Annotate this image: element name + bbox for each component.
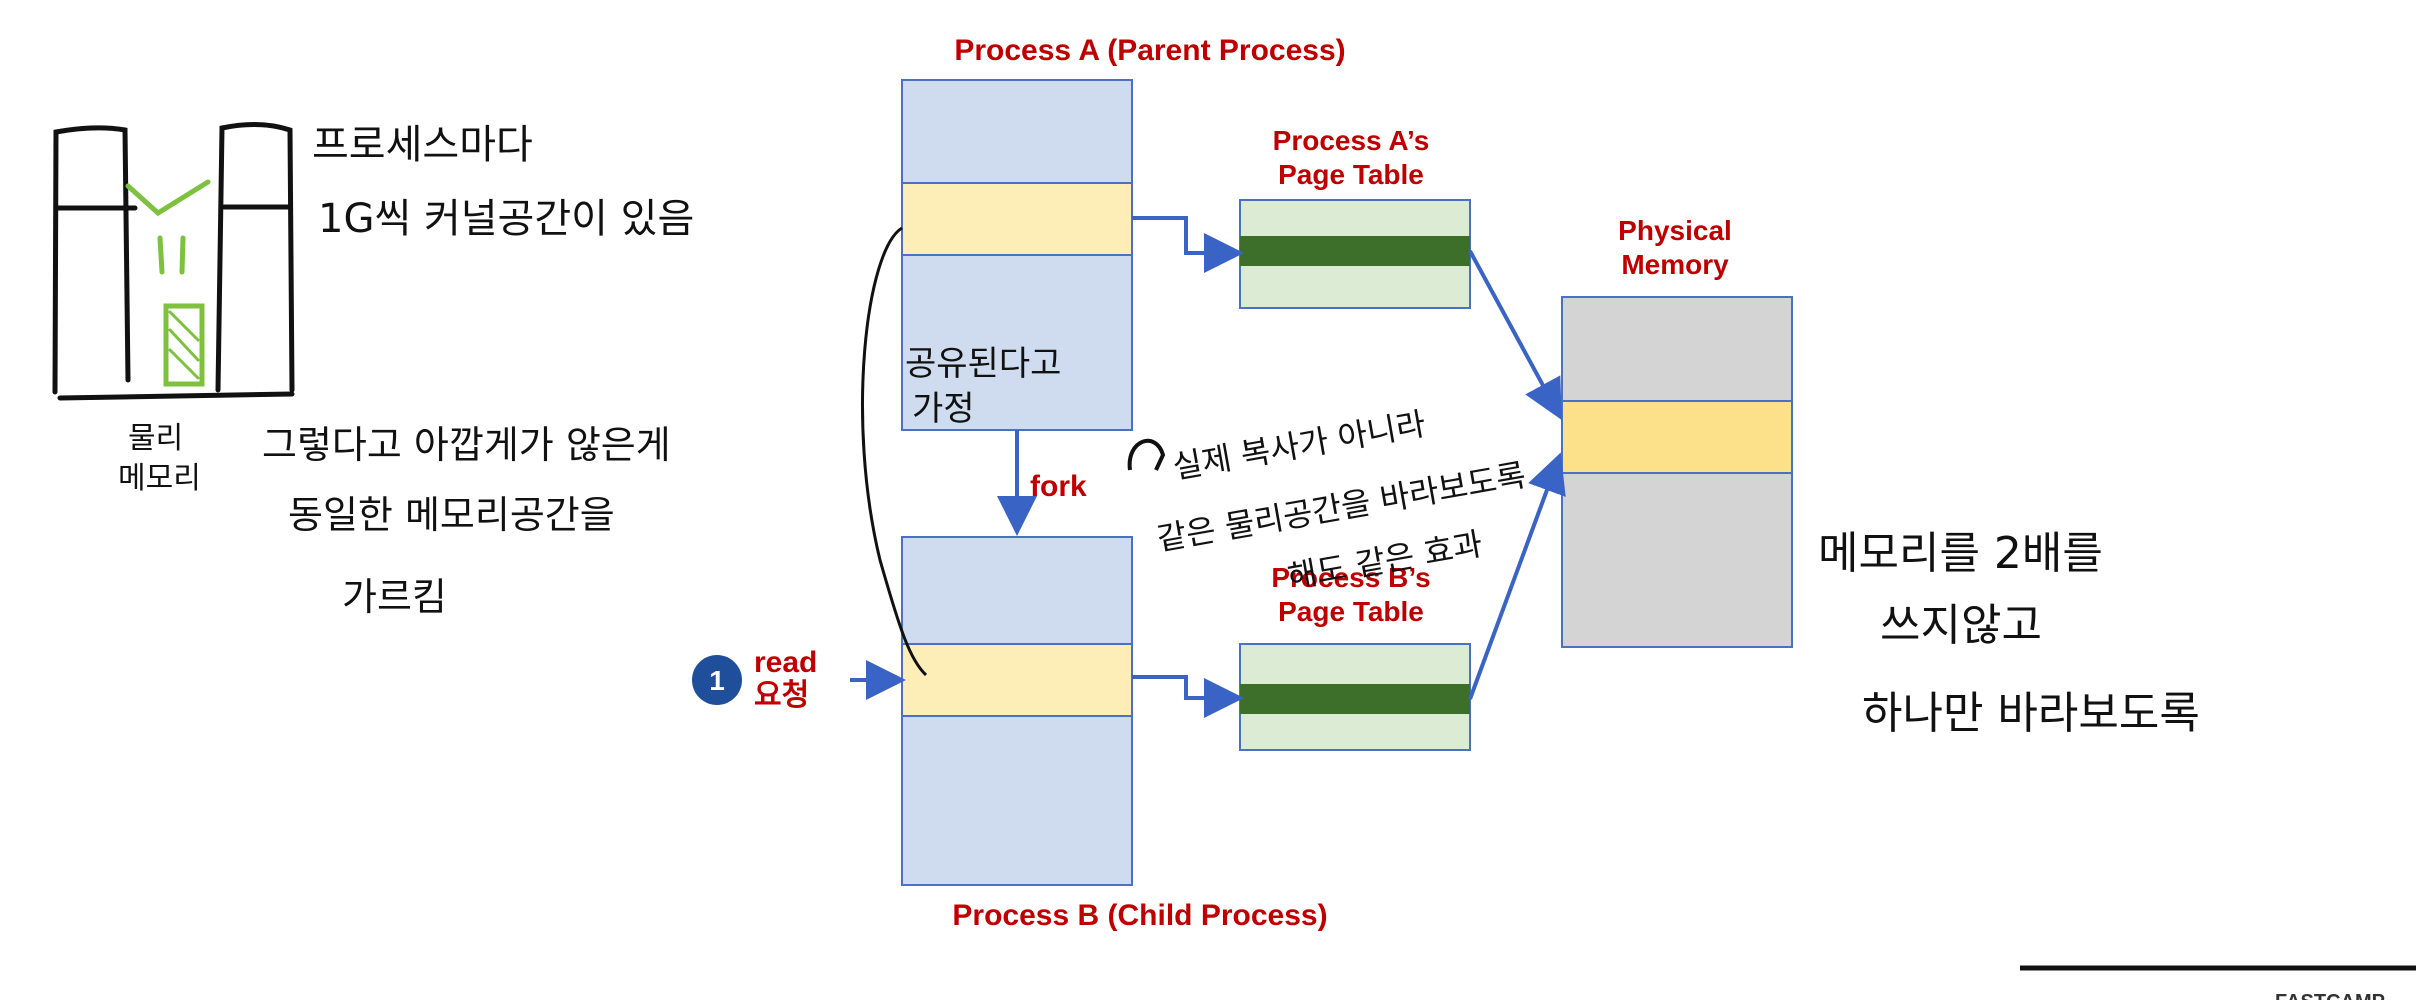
note-physical-1: 물리	[128, 421, 183, 456]
a-to-pagetable-arrow	[1132, 216, 1244, 273]
process-a-block	[901, 79, 1133, 431]
note-physical-2: 메모리	[118, 461, 201, 496]
physical-memory-title-1: Physical	[1618, 215, 1732, 246]
note-shared-assume-1: 공유된다고	[905, 344, 1061, 384]
page-table-a-title-1: Process A’s	[1273, 125, 1430, 156]
fork-label: fork	[1030, 470, 1087, 503]
process-b-shared-region	[901, 643, 1133, 717]
memory-sketch	[52, 121, 295, 401]
note-right-3: 하나만 바라보도록	[1862, 688, 2200, 739]
note-hook-icon	[1127, 438, 1166, 471]
process-b-title: Process B (Child Process)	[952, 899, 1327, 932]
read-label-line2: 요청	[754, 679, 809, 712]
page-table-a	[1239, 199, 1471, 309]
note-shared-assume-2: 가정	[912, 389, 975, 429]
step-number-badge	[692, 655, 742, 705]
pagetable-b-to-memory-arrow	[1468, 452, 1566, 700]
note-middle-1: 실제 복사가 아니라	[1170, 405, 1429, 487]
read-label-line1: read	[754, 646, 817, 679]
page-table-b	[1239, 643, 1471, 751]
process-a-title: Process A (Parent Process)	[954, 34, 1345, 67]
step-number: 1	[709, 665, 725, 696]
page-table-a-title-2: Page Table	[1278, 159, 1424, 190]
page-table-a-entry	[1240, 236, 1470, 266]
physical-shared-page	[1561, 400, 1793, 474]
footer-brand: FASTCAMP	[2275, 991, 2385, 1000]
note-middle: 실제 복사가 아니라 같은 물리공간을 바라보도록 해도 같은 효과	[1154, 405, 1529, 597]
pagetable-a-to-memory-arrow	[1468, 250, 1562, 421]
note-top-left-1: 프로세스마다	[312, 122, 533, 168]
note-right-2: 쓰지않고	[1880, 600, 2042, 651]
note-top-left-2: 1G씩 커널공간이 있음	[318, 196, 694, 242]
note-right-1: 메모리를 2배를	[1818, 528, 2103, 579]
page-table-b-entry	[1240, 684, 1470, 714]
physical-memory	[1561, 296, 1793, 648]
page-table-b-title-2: Page Table	[1278, 596, 1424, 627]
note-same-space-3: 가르킴	[342, 575, 447, 619]
note-same-space-2: 동일한 메모리공간을	[288, 493, 615, 537]
shared-region-pen-stroke	[861, 226, 928, 677]
b-to-pagetable-arrow	[1132, 675, 1244, 718]
page-table-b-title-1: Process B’s	[1271, 562, 1430, 593]
note-same-space-1: 그렇다고 아깝게가 않은게	[262, 423, 671, 467]
physical-memory-title-2: Memory	[1621, 249, 1729, 280]
process-a-shared-region	[901, 182, 1133, 256]
process-b-block	[901, 536, 1133, 886]
